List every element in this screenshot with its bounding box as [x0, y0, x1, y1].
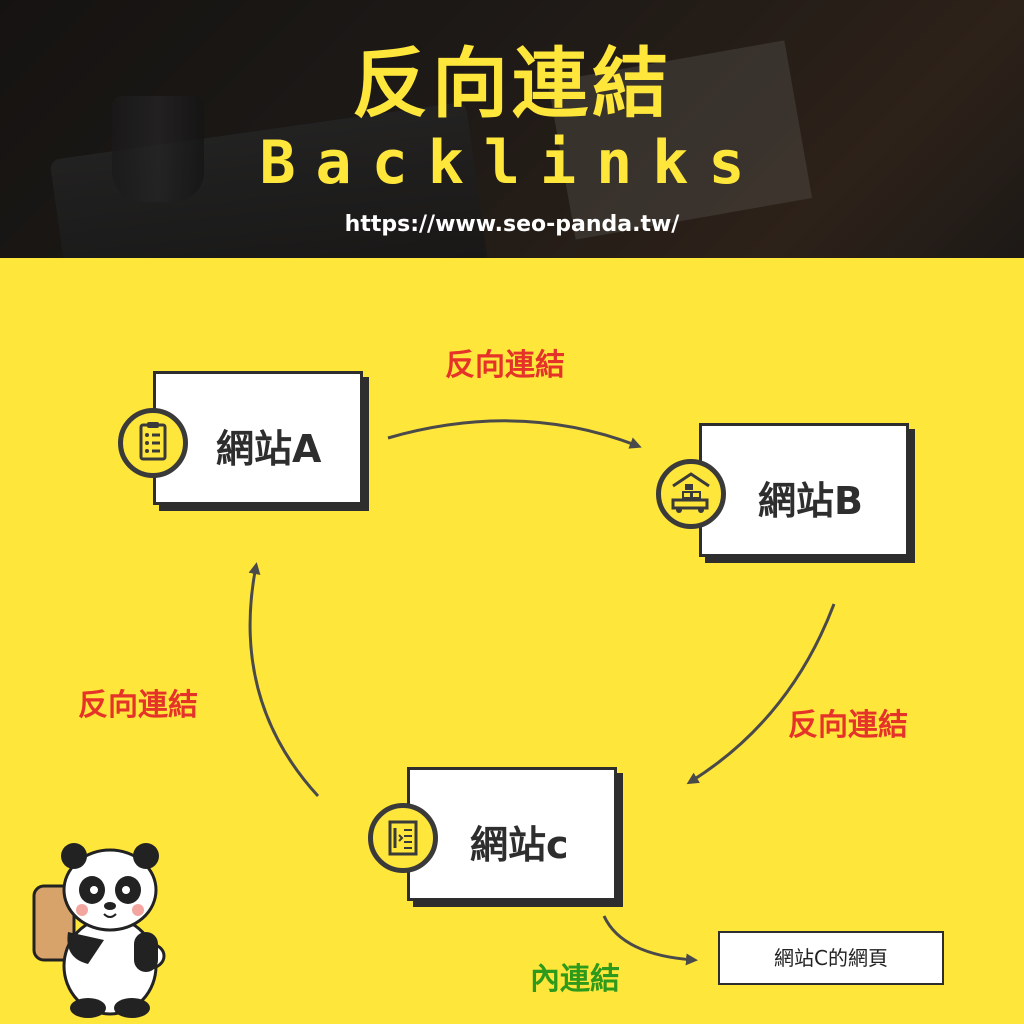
arrow-c-to-a [248, 562, 320, 798]
warehouse-truck-icon [656, 459, 726, 529]
site-c-label: 網站c [470, 823, 569, 867]
backlink-label-b-to-c: 反向連結 [788, 708, 908, 743]
site-a-label: 網站A [216, 427, 322, 471]
site-b-label: 網站B [758, 479, 863, 523]
site-c-page-box: 網站C的網頁 [718, 931, 944, 985]
document-icon [368, 803, 438, 873]
panda-mascot-icon [32, 843, 166, 1018]
backlink-label-a-to-b: 反向連結 [445, 348, 565, 383]
site-c-box [407, 767, 617, 901]
arrow-a-to-b [387, 419, 642, 449]
site-url: https://www.seo-panda.tw/ [344, 212, 680, 237]
title-english: Backlinks [259, 128, 765, 198]
clipboard-icon [118, 408, 188, 478]
internal-link-label: 內連結 [530, 962, 620, 997]
arrow-b-to-c [686, 603, 836, 785]
arrow-internal [602, 915, 698, 966]
title-chinese: 反向連結 [352, 39, 672, 128]
header-overlay [0, 0, 1024, 258]
header-banner: 反向連結 Backlinks https://www.seo-panda.tw/ [0, 0, 1024, 258]
mug-photo-decoration [112, 96, 204, 202]
backlink-label-c-to-a: 反向連結 [78, 688, 198, 723]
